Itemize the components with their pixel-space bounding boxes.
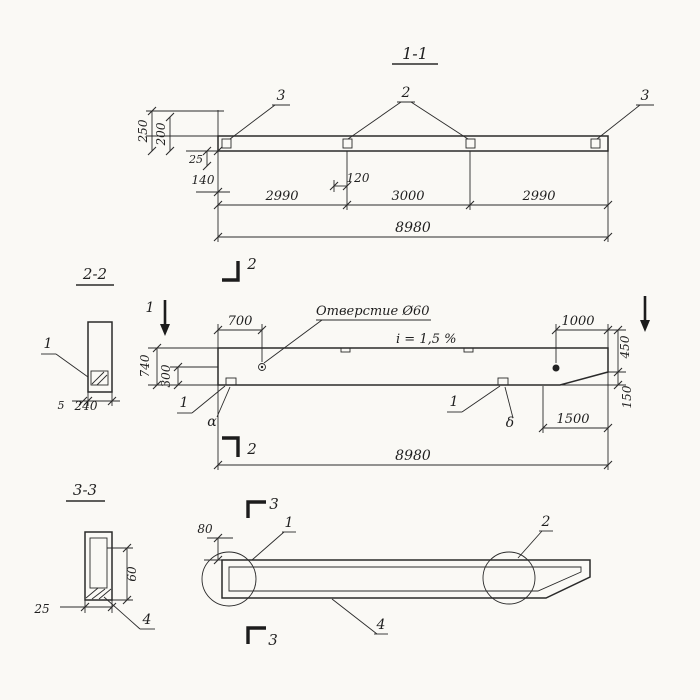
cut-mark-2-top — [222, 261, 240, 282]
dim-120: 120 — [347, 171, 370, 185]
detail-circle-right — [482, 551, 536, 605]
dim-total-top: 8980 — [395, 220, 431, 236]
callout-3-right: 3 — [641, 88, 650, 104]
beam-elevation-outline — [217, 347, 609, 386]
cut-label-1-left: 1 — [146, 300, 155, 316]
dim-span-2: 3000 — [391, 189, 424, 204]
detail-2-2: 2-2 1 5 240 — [41, 265, 120, 413]
cut-label-2-bottom: 2 — [246, 440, 257, 458]
cut-label-3-bottom: 3 — [268, 631, 278, 649]
section-3-3-outline — [84, 531, 113, 601]
dim-span-3: 2990 — [521, 189, 555, 204]
dim-5: 5 — [58, 399, 65, 412]
callout-1-left: 1 — [180, 395, 189, 411]
callout-4-detail: 4 — [142, 612, 152, 628]
notch-b — [497, 377, 509, 386]
cut-label-3-top: 3 — [269, 495, 279, 513]
callout-2-mid: 2 — [401, 85, 411, 101]
bottom-plan-view: 3 3 1 80 2 4 — [197, 495, 591, 649]
hole-60-left — [258, 363, 266, 371]
dim-200: 200 — [154, 122, 168, 146]
beam-plan-outline — [221, 559, 591, 599]
callout-3-left: 3 — [277, 88, 286, 104]
slope-note: i = 1,5 % — [396, 332, 456, 347]
view-title-1-1: 1-1 — [402, 44, 428, 63]
detail-title-3-3: 3-3 — [73, 481, 97, 499]
embed-plate — [221, 138, 232, 149]
dim-25: 25 — [188, 153, 203, 166]
dim-700: 700 — [228, 314, 253, 329]
dim-140: 140 — [192, 173, 215, 187]
dim-25-detail: 25 — [33, 602, 49, 616]
dim-total-elevation: 8980 — [395, 448, 431, 464]
dim-1500: 1500 — [556, 412, 589, 427]
embed-plate — [465, 138, 476, 149]
detail-3-3: 3-3 60 25 4 — [33, 481, 155, 630]
cut-mark-3-bottom — [246, 626, 266, 644]
section-2-2-insert — [90, 370, 109, 386]
notch-a — [225, 377, 237, 386]
callout-1-detail: 1 — [44, 336, 53, 352]
callout-4-plan: 4 — [376, 617, 386, 633]
dim-60: 60 — [125, 566, 139, 582]
mark-delta: δ — [506, 415, 514, 431]
dim-740: 740 — [138, 354, 152, 377]
callout-1-plan: 1 — [285, 515, 294, 531]
dim-240: 240 — [74, 399, 98, 413]
embed-plate — [590, 138, 601, 149]
beam-outline — [217, 135, 609, 152]
section-3-3-cavity — [89, 537, 108, 589]
callout-2-plan: 2 — [541, 514, 551, 530]
dim-1000: 1000 — [561, 314, 594, 329]
mark-alpha: α — [207, 414, 217, 430]
cut-label-2-top: 2 — [246, 255, 257, 273]
dim-span-1: 2990 — [264, 189, 298, 204]
hole-60-right — [552, 364, 560, 372]
callout-1-right: 1 — [450, 394, 459, 410]
embed-plate — [342, 138, 353, 149]
detail-circle-left — [201, 551, 257, 607]
dim-150: 150 — [620, 385, 634, 408]
section-1-1-view: 1-1 3 2 3 250 200 25 140 — [136, 44, 654, 242]
dim-80: 80 — [197, 522, 213, 536]
plate-mark — [463, 347, 474, 353]
dim-450: 450 — [618, 335, 632, 359]
beam-plan-inner — [228, 566, 582, 592]
dim-300: 300 — [159, 364, 173, 387]
detail-title-2-2: 2-2 — [82, 265, 107, 283]
elevation-view: 2 2 1 Отверстие Ø60 i = 1,5 % 700 — [138, 255, 650, 470]
cut-mark-2-bottom — [222, 436, 240, 457]
cut-mark-3-top — [246, 500, 266, 518]
hole-note: Отверстие Ø60 — [316, 304, 430, 319]
plate-mark — [340, 347, 351, 353]
dim-250: 250 — [136, 119, 150, 143]
